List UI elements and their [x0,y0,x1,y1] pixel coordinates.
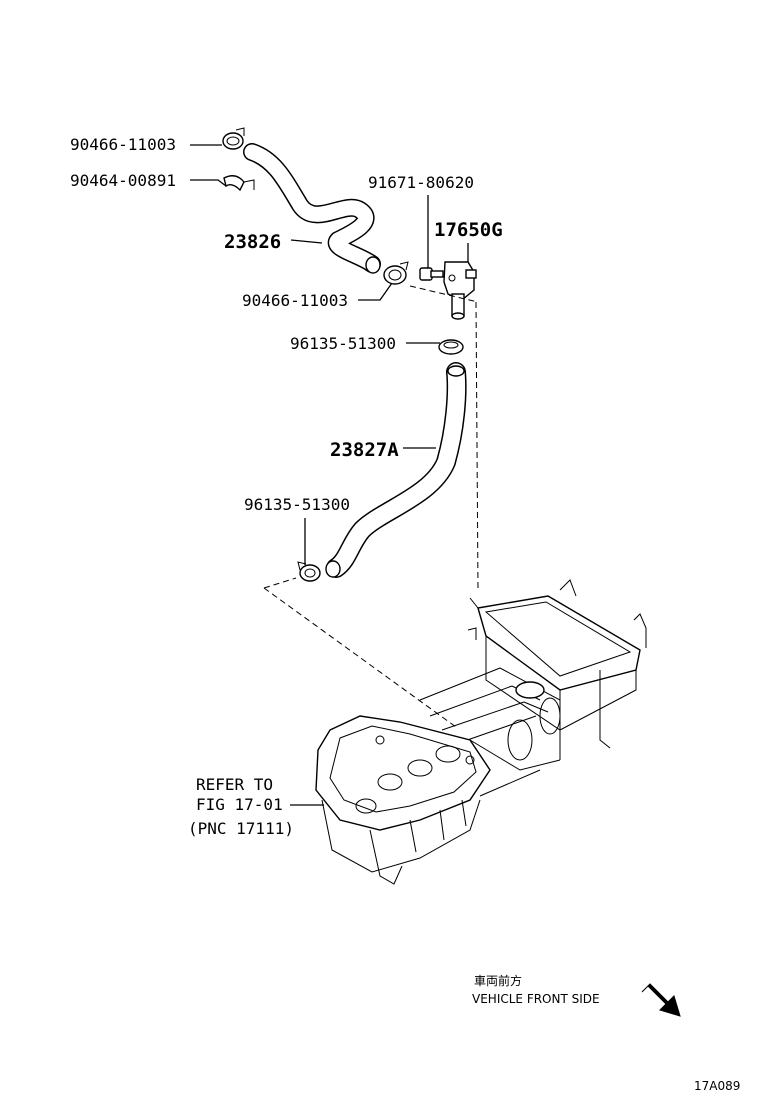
front-side-english: VEHICLE FRONT SIDE [472,992,600,1006]
hose-clamp-lower-icon [297,561,321,582]
label-clip-top: 90464-00891 [70,171,176,190]
dashed-guides [263,285,479,728]
figure-id: 17A089 [694,1079,740,1093]
reference-line-2: FIG 17-01 [196,795,283,814]
leader-lines [190,144,469,806]
label-clamp-top: 90466-11003 [70,135,176,154]
label-clamp-hose-top: 96135-51300 [290,334,396,353]
hose-23826 [243,143,381,274]
label-bolt: 91671-80620 [368,173,474,192]
label-valve: 17650G [434,219,503,241]
label-clamp-hose-bottom: 96135-51300 [244,495,350,514]
hose-clamp-top-icon [222,127,245,150]
label-hose-upper: 23826 [224,231,281,253]
hose-clip-icon [223,175,255,192]
arrow-down-right-icon [641,983,681,1017]
label-hose-lower: 23827A [330,439,399,461]
intake-manifold [315,579,647,885]
front-side-japanese: 車両前方 [474,973,522,988]
label-clamp-mid: 90466-11003 [242,291,348,310]
reference-line-3: (PNC 17111) [188,819,294,838]
hose-clamp-upper-icon [438,339,464,355]
hose-clamp-mid-icon [383,261,409,285]
reference-line-1: REFER TO [196,775,273,794]
vacuum-valve-icon [443,261,477,320]
hose-23827a [325,362,467,578]
bolt-icon [419,267,444,281]
